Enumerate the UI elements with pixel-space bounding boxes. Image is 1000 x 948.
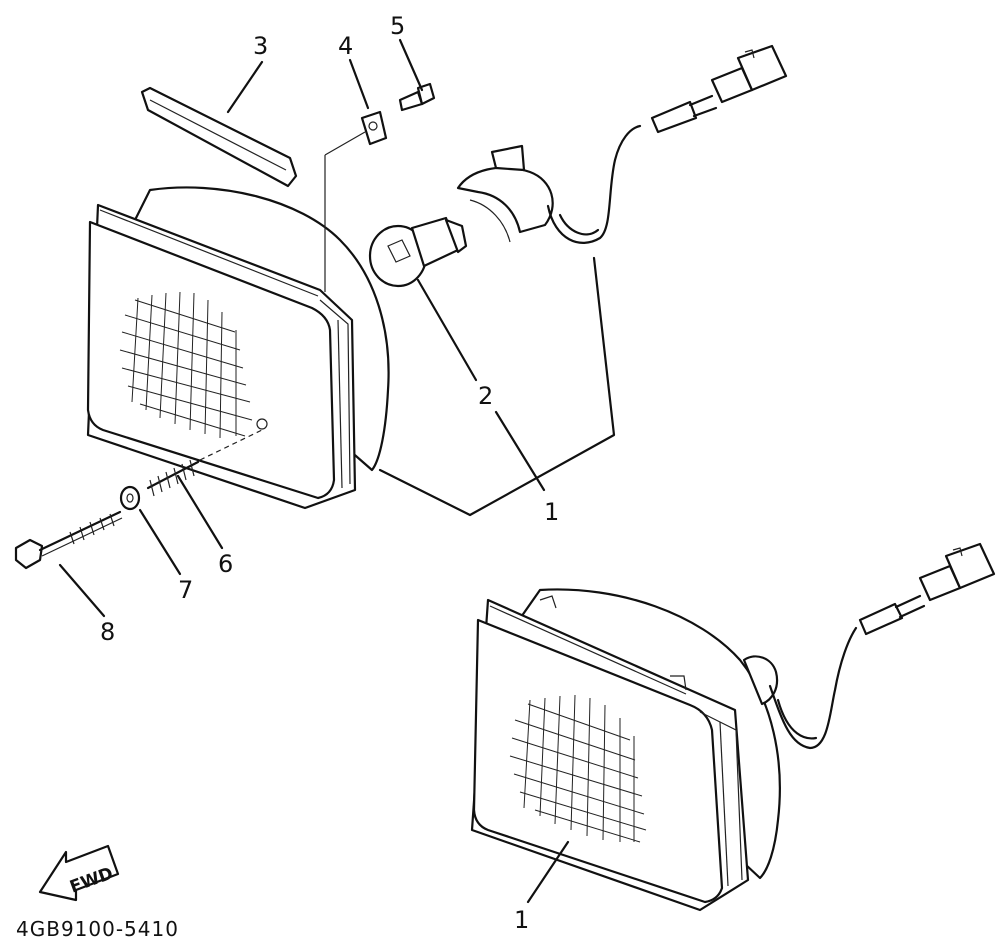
- label-part-3: 3: [253, 32, 268, 60]
- part-2-bulb: [368, 216, 468, 288]
- headlight-top: [14, 44, 788, 570]
- part-4-nut: [360, 110, 388, 146]
- lens-grille-top: [119, 291, 253, 439]
- label-part-7: 7: [178, 576, 193, 604]
- bulb-socket: [456, 144, 554, 243]
- label-part-1-bottom: 1: [514, 906, 529, 934]
- label-part-5: 5: [390, 12, 405, 40]
- part-7-washer: [119, 485, 141, 511]
- part-5-screw: [398, 82, 436, 112]
- leader-lines: [58, 38, 616, 904]
- drawing-code: 4GB9100-5410: [16, 917, 179, 941]
- headlight-bottom: [470, 542, 996, 912]
- wiring-bottom: [768, 542, 996, 750]
- lens-grille-bottom: [509, 694, 647, 843]
- label-part-2: 2: [478, 382, 493, 410]
- fwd-arrow-icon: FWD: [38, 844, 120, 902]
- label-part-6: 6: [218, 550, 233, 578]
- part-3-trim-strip: [140, 86, 298, 188]
- wiring-top: [546, 44, 788, 244]
- part-6-spring: [146, 459, 200, 497]
- label-part-8: 8: [100, 618, 115, 646]
- label-part-1-top: 1: [544, 498, 559, 526]
- part-8-bolt: [14, 510, 123, 570]
- label-part-4: 4: [338, 32, 353, 60]
